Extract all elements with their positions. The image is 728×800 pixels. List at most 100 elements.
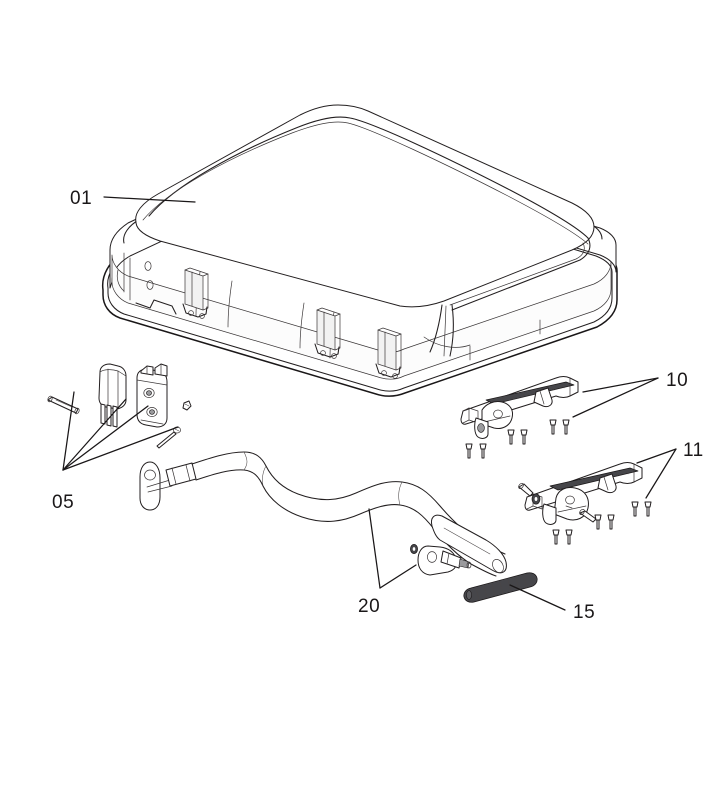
canopy-dome-right-fold-inner xyxy=(449,242,585,306)
strut-left-collar-body xyxy=(165,462,197,487)
canopy-dome-crown-curve-inner xyxy=(142,121,589,245)
leader-line-15-1 xyxy=(509,584,566,611)
callout-01[interactable]: 01 xyxy=(70,188,196,209)
upper-rail-wedge-crease xyxy=(539,390,545,405)
callout-11[interactable]: 11 xyxy=(636,440,704,499)
strut-bend-crease-2 xyxy=(262,465,267,487)
strut-left-collar-rib-1 xyxy=(171,467,177,485)
hinge-block-1-foot xyxy=(182,303,208,318)
leader-line-11-1 xyxy=(636,448,677,464)
screw xyxy=(520,429,528,445)
lower-rail-leg xyxy=(542,503,557,525)
hinge-block-3-top xyxy=(377,327,402,337)
hinge-block-3-pin-2 xyxy=(392,373,398,379)
hinge-bracket-b-upper-seam xyxy=(136,379,168,386)
strut-right-clevis-block xyxy=(440,550,462,569)
strut-right-barrel-end xyxy=(492,559,504,573)
leader-line-01-1 xyxy=(103,196,196,203)
hinge-block-3-foot xyxy=(375,363,401,378)
callout-20[interactable]: 20 xyxy=(358,508,417,617)
hinge-block-3-pin xyxy=(381,370,387,376)
leader-line-20-1 xyxy=(368,508,381,589)
part-15-ribbed-sleeve-grommet[interactable] xyxy=(463,572,538,603)
canopy-band-seam-2 xyxy=(227,280,233,328)
part-20-gas-strut-torsion-bar[interactable] xyxy=(139,451,507,577)
part-10-upper-rail-assembly[interactable] xyxy=(460,376,579,459)
hinge-block-3-face xyxy=(377,329,397,371)
strut-washer-bore xyxy=(412,547,416,551)
leader-line-20-2 xyxy=(379,564,417,589)
lower-rail-pin-head xyxy=(518,483,524,489)
strut-left-collar xyxy=(165,462,197,487)
part-05-hinge-fastener-kit[interactable] xyxy=(47,363,192,449)
screw xyxy=(631,501,639,517)
screw xyxy=(565,529,573,545)
lower-rail-wedge-right xyxy=(597,473,617,494)
callout-label-05: 05 xyxy=(52,492,74,513)
small-clip xyxy=(182,400,192,411)
callout-label-15: 15 xyxy=(573,602,595,623)
canopy-hinge-block-2 xyxy=(314,307,341,359)
strut-left-eye-arm-2 xyxy=(147,485,173,493)
hinge-bracket-a-prong-2 xyxy=(106,404,112,427)
canopy-mount-hole-2 xyxy=(146,280,154,290)
canopy-band-seam-3 xyxy=(299,302,305,349)
hinge-block-1-top xyxy=(184,267,209,277)
sleeve-ribs xyxy=(475,575,528,601)
canopy-left-corner-radius xyxy=(116,269,125,292)
canopy-right-corner-crease-c xyxy=(443,305,447,357)
hinge-block-1-face xyxy=(184,269,204,311)
screw xyxy=(552,529,560,545)
callout-label-01: 01 xyxy=(70,188,92,209)
screw xyxy=(644,501,652,517)
callout-label-11: 11 xyxy=(683,440,704,461)
canopy-dome-crown-curve xyxy=(148,116,589,239)
hinge-bracket-a xyxy=(98,363,127,428)
strut-right-stud-tip xyxy=(466,561,472,569)
part-01-roof-lid-canopy[interactable] xyxy=(101,104,618,397)
canopy-right-corner-base xyxy=(423,336,471,348)
lower-rail-pin xyxy=(518,483,534,497)
lower-rail-bushing-bore xyxy=(534,497,538,501)
callout-layer: 01 05 10 11 20 15 xyxy=(52,188,704,623)
hinge-block-3-side xyxy=(395,333,402,371)
lower-rail-textured-strip xyxy=(549,467,639,491)
hinge-block-2-pin-2 xyxy=(331,353,337,359)
hinge-bracket-b-eyelet-1 xyxy=(143,388,155,398)
callout-15[interactable]: 15 xyxy=(509,584,595,623)
callout-label-20: 20 xyxy=(358,596,380,617)
hinge-bracket-b-eyelet-1-bore xyxy=(146,390,152,396)
screw xyxy=(562,419,570,435)
leader-line-05-2 xyxy=(62,398,127,471)
part-11-lower-rail-assembly[interactable] xyxy=(518,462,652,545)
strut-bend-crease-1 xyxy=(243,451,248,471)
canopy-right-corner-crease-a xyxy=(429,304,443,353)
upper-rail-foot-seam xyxy=(483,415,511,423)
roll-pin-body xyxy=(47,396,79,414)
canopy-right-corner-crease-b xyxy=(449,304,454,357)
screw xyxy=(479,443,487,459)
hinge-bracket-a-prong-3 xyxy=(112,405,118,428)
hinge-block-2-pin xyxy=(320,350,326,356)
strut-left-eye-bore xyxy=(144,469,156,481)
canopy-dome-outline xyxy=(135,104,595,308)
callout-10[interactable]: 10 xyxy=(572,370,688,418)
strut-right-clevis xyxy=(417,545,472,576)
canopy-mount-hole-1 xyxy=(144,261,152,271)
strut-right-clevis-bore xyxy=(427,551,437,563)
hinge-bracket-b xyxy=(136,363,168,428)
lower-rail-foot-seam xyxy=(557,505,587,513)
hinge-block-1-pin xyxy=(188,310,194,316)
screw xyxy=(594,514,602,530)
strut-right-barrel xyxy=(431,514,507,574)
hinge-block-2-side xyxy=(334,313,341,351)
leader-line-11-2 xyxy=(645,448,677,499)
hinge-block-1-pin-2 xyxy=(199,313,205,319)
roll-pin-head xyxy=(47,395,53,403)
callout-05[interactable]: 05 xyxy=(52,391,179,513)
strut-tube-bottom-edge xyxy=(195,469,497,577)
strut-left-eye-arm xyxy=(146,479,171,488)
lower-rail-flat-screw-head xyxy=(579,509,585,515)
upper-rail-screws xyxy=(465,419,570,459)
